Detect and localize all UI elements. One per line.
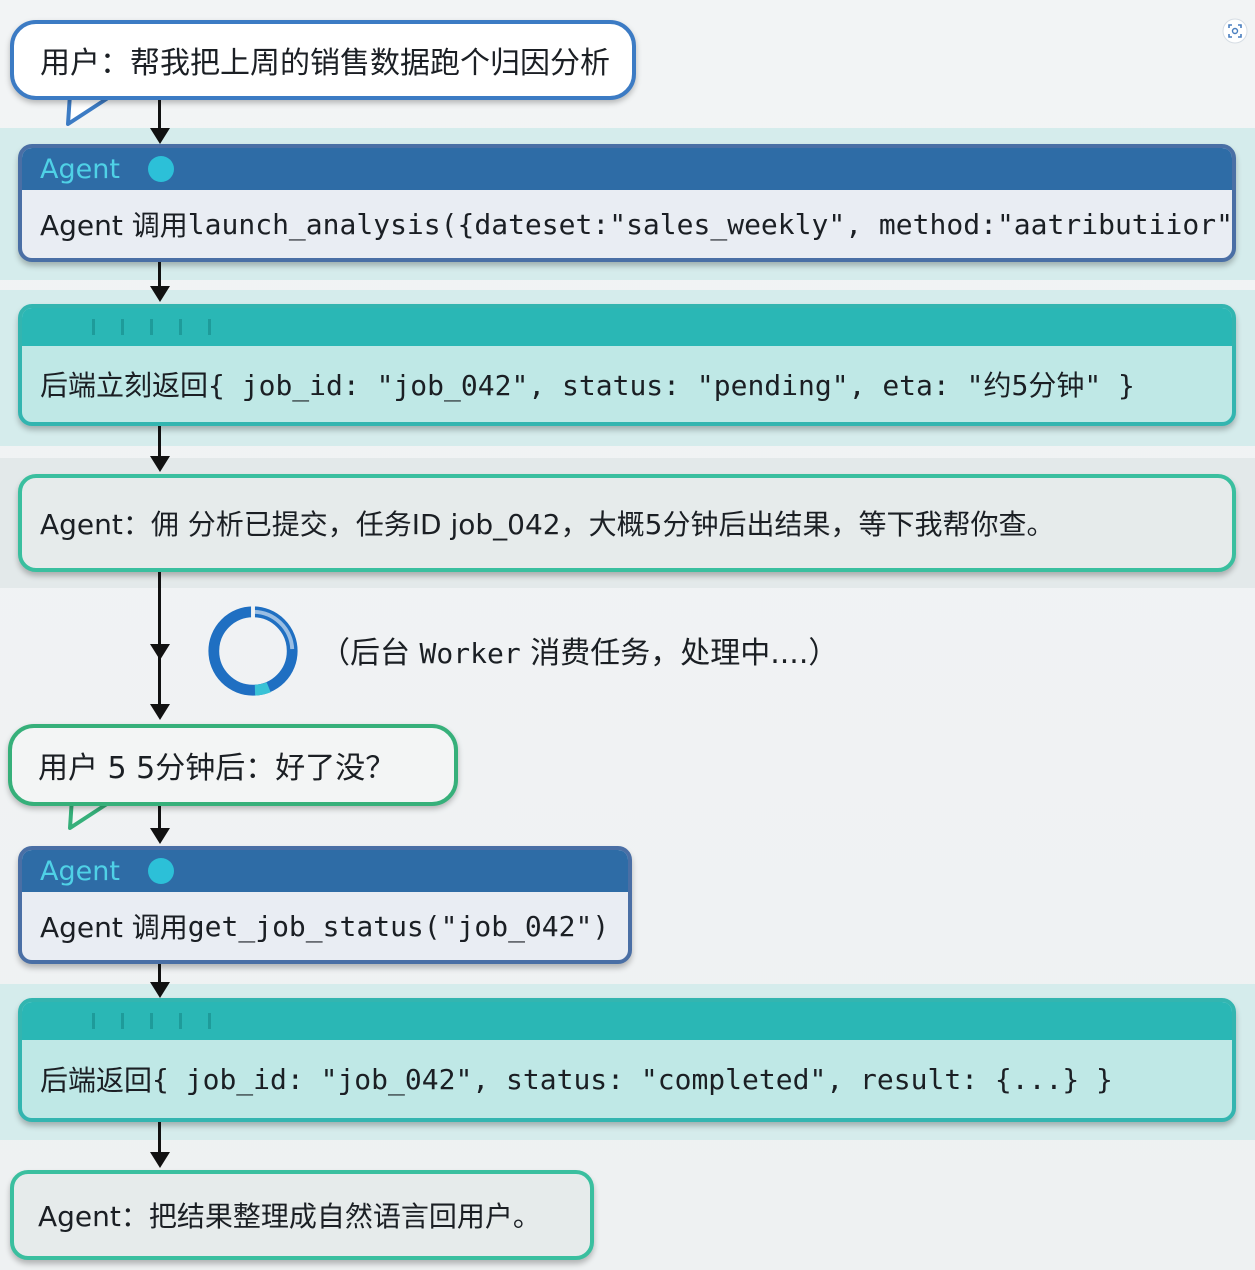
agent-call-prefix: Agent 调用 <box>40 209 188 242</box>
arrow-4 <box>158 572 161 706</box>
arrow-1 <box>158 100 161 130</box>
agent-call-body: Agent 调用 launch_analysis({dateset:"sales… <box>22 190 1232 258</box>
user-request-text: 用户：帮我把上周的销售数据跑个归因分析 <box>40 46 610 81</box>
backend-response-panel-1: 后端立刻返回 { job_id: "job_042", status: "pen… <box>18 304 1236 426</box>
agent-header-label-2: Agent <box>40 855 120 887</box>
status-dot-icon <box>147 156 174 182</box>
backend-response-prefix: 后端立刻返回 <box>40 369 209 402</box>
worker-rest: 消费任务，处理中....） <box>520 636 839 671</box>
backend-response-body-2: 后端返回 { job_id: "job_042", status: "compl… <box>22 1040 1232 1118</box>
loading-spinner-icon <box>208 605 298 696</box>
agent-header-label: Agent <box>40 153 120 185</box>
arrow-5 <box>158 806 161 830</box>
worker-status-text: （后台 Worker 消费任务，处理中....） <box>320 628 838 672</box>
agent-reply-panel-1: Agent：佣 分析已提交，任务ID job_042，大概5分钟后出结果，等下我… <box>18 474 1236 572</box>
agent-call-panel-2: Agent Agent 调用 get_job_status("job_042") <box>18 846 632 964</box>
agent-final-text: Agent：把结果整理成自然语言回用户。 <box>38 1200 541 1233</box>
arrow-2 <box>158 262 161 288</box>
user-request-bubble: 用户：帮我把上周的销售数据跑个归因分析 <box>10 20 636 100</box>
agent-panel-header-2: Agent <box>22 850 628 892</box>
agent-call-code-2: get_job_status("job_042") <box>187 909 610 943</box>
status-dot-icon-2 <box>147 858 174 884</box>
agent-reply-body-2: Agent：把结果整理成自然语言回用户。 <box>14 1174 590 1256</box>
agent-call-prefix-2: Agent 调用 <box>40 911 188 944</box>
backend-response-panel-2: 后端返回 { job_id: "job_042", status: "compl… <box>18 998 1236 1122</box>
user-followup-text: 用户 5 5分钟后：好了没？ <box>38 751 396 786</box>
arrowhead-6 <box>150 982 170 998</box>
arrowhead-2 <box>150 286 170 302</box>
backend-response-prefix-2: 后端返回 <box>40 1064 153 1097</box>
backend-response-body: 后端立刻返回 { job_id: "job_042", status: "pen… <box>22 346 1232 422</box>
arrowhead-7 <box>150 1152 170 1168</box>
screenshot-icon[interactable] <box>1222 18 1248 44</box>
header-tick-marks <box>92 319 211 335</box>
agent-call-code: launch_analysis({dateset:"sales_weekly",… <box>187 207 1236 241</box>
agent-panel-header: Agent <box>22 148 1232 190</box>
arrowhead-3 <box>150 456 170 472</box>
backend-panel-header-2 <box>22 1002 1232 1040</box>
arrowhead-5 <box>150 828 170 844</box>
agent-call-panel-1: Agent Agent 调用 launch_analysis({dateset:… <box>18 144 1236 262</box>
worker-open: （后台 <box>320 636 420 671</box>
agent-reply-text: Agent：佣 分析已提交，任务ID job_042，大概5分钟后出结果，等下我… <box>40 508 1055 541</box>
arrow-6 <box>158 964 161 984</box>
agent-reply-panel-2: Agent：把结果整理成自然语言回用户。 <box>10 1170 594 1260</box>
arrowhead-4b <box>150 704 170 720</box>
arrowhead-1 <box>150 128 170 144</box>
agent-reply-body: Agent：佣 分析已提交，任务ID job_042，大概5分钟后出结果，等下我… <box>22 478 1232 568</box>
worker-code: Worker <box>419 637 521 670</box>
user-followup-bubble: 用户 5 5分钟后：好了没？ <box>8 724 458 806</box>
arrow-7 <box>158 1122 161 1154</box>
agent-call-body-2: Agent 调用 get_job_status("job_042") <box>22 892 628 960</box>
backend-response-code-2: { job_id: "job_042", status: "completed"… <box>152 1062 1113 1096</box>
arrowhead-4a <box>150 644 170 660</box>
header-tick-marks-2 <box>92 1013 211 1029</box>
backend-panel-header <box>22 308 1232 346</box>
arrow-3 <box>158 426 161 458</box>
backend-response-code: { job_id: "job_042", status: "pending", … <box>208 369 1135 402</box>
